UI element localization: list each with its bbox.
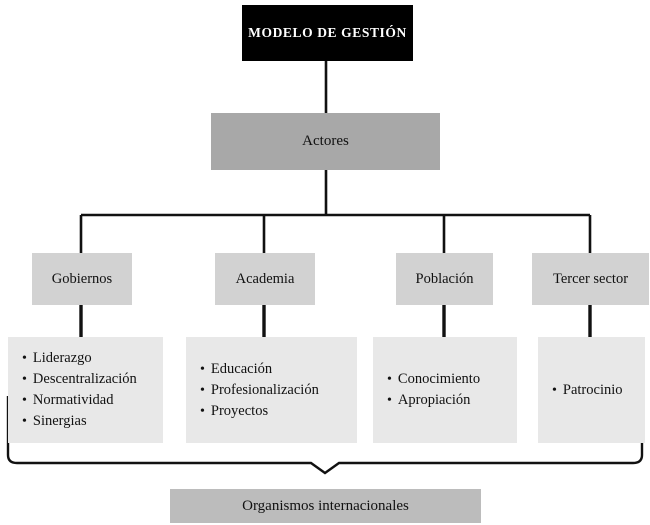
root-title-box: MODELO DE GESTIÓN <box>242 5 413 61</box>
list-item: • Conocimiento <box>387 369 517 390</box>
category-box-academia: Academia <box>215 253 315 305</box>
actores-label: Actores <box>302 133 349 149</box>
bullet-icon: • <box>22 393 27 408</box>
bullet-icon: • <box>200 382 205 398</box>
bullet-icon: • <box>200 403 205 419</box>
list-item-label: Sinergias <box>32 413 87 429</box>
list-box-tercer-sector: • Patrocinio <box>538 337 645 443</box>
list-item: • Profesionalización <box>200 380 357 401</box>
bullet-icon: • <box>387 372 392 387</box>
bullet-icon: • <box>552 382 557 398</box>
category-label-academia: Academia <box>235 270 295 287</box>
list-item: • Patrocinio <box>552 380 645 401</box>
bullet-icon: • <box>22 351 27 366</box>
list-item-label: Descentralización <box>32 371 137 387</box>
bullet-icon: • <box>22 372 27 387</box>
list-item: • Educación <box>200 359 357 380</box>
list-item: • Sinergias <box>22 411 163 432</box>
list-item-label: Liderazgo <box>32 350 92 366</box>
list-item-label: Normatividad <box>32 392 114 408</box>
bullet-icon: • <box>200 361 205 377</box>
root-title-label: MODELO DE GESTIÓN <box>248 25 407 40</box>
list-item-label: Apropiación <box>397 392 471 408</box>
list-item: • Apropiación <box>387 390 517 411</box>
bottom-box-organismos-internacionales: Organismos internacionales <box>170 489 481 523</box>
list-box-gobiernos: • Liderazgo • Descentralización • Normat… <box>8 337 163 443</box>
list-item-label: Proyectos <box>210 402 269 419</box>
category-box-gobiernos: Gobiernos <box>32 253 132 305</box>
bullet-icon: • <box>387 393 392 408</box>
list-box-poblacion: • Conocimiento • Apropiación <box>373 337 517 443</box>
actores-box: Actores <box>211 113 440 170</box>
category-label-poblacion: Población <box>415 270 474 287</box>
list-box-academia: • Educación • Profesionalización • Proye… <box>186 337 357 443</box>
list-item: • Normatividad <box>22 390 163 411</box>
bottom-box-label: Organismos internacionales <box>242 497 409 514</box>
category-box-tercer-sector: Tercer sector <box>532 253 649 305</box>
list-item: • Proyectos <box>200 401 357 422</box>
category-label-tercer-sector: Tercer sector <box>552 270 629 287</box>
list-item-label: Profesionalización <box>210 381 319 398</box>
list-item-label: Patrocinio <box>562 381 623 398</box>
list-item: • Liderazgo <box>22 348 163 369</box>
category-box-poblacion: Población <box>396 253 493 305</box>
list-item: • Descentralización <box>22 369 163 390</box>
category-label-gobiernos: Gobiernos <box>51 270 113 287</box>
list-item-label: Conocimiento <box>397 371 481 387</box>
bullet-icon: • <box>22 414 27 429</box>
list-item-label: Educación <box>210 360 273 377</box>
